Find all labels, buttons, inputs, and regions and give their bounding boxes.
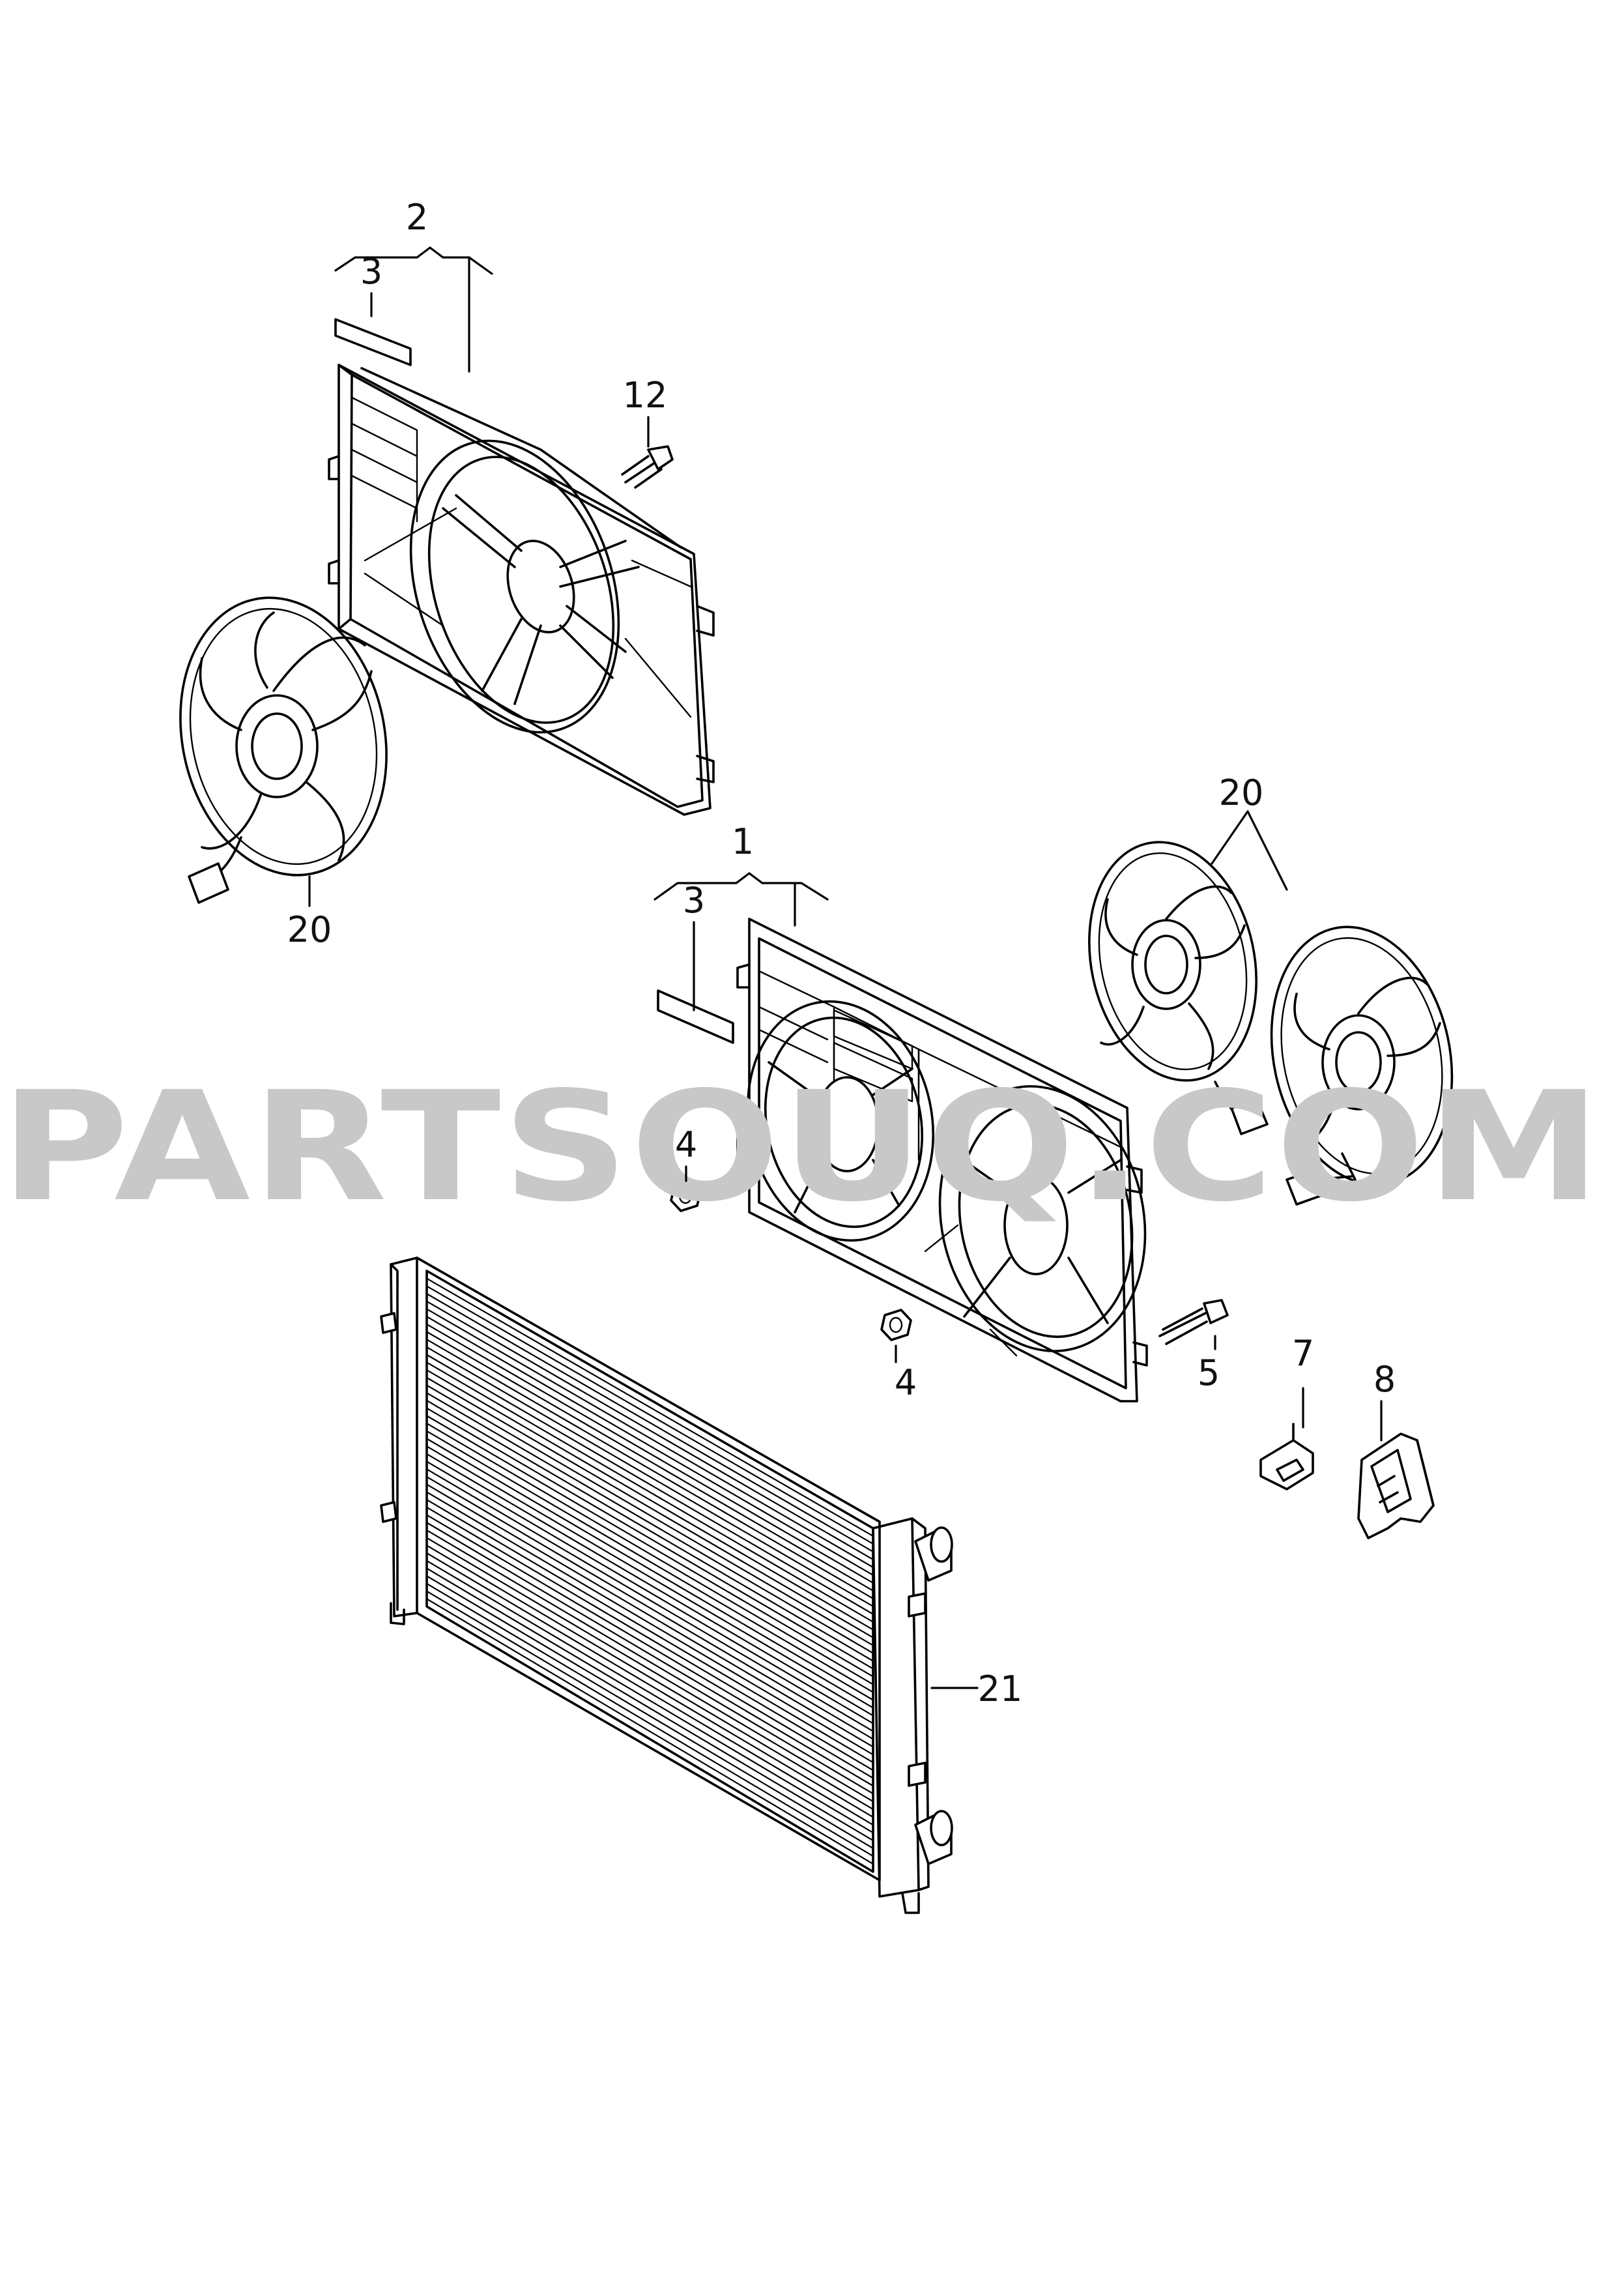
radiator-fin xyxy=(426,1590,874,1857)
radiator-fin xyxy=(426,1545,874,1810)
radiator-fin xyxy=(426,1522,874,1787)
callout-2: 2 xyxy=(406,197,428,238)
callout-1: 1 xyxy=(732,821,754,862)
radiator-fin xyxy=(426,1316,874,1576)
radiator-fin xyxy=(426,1476,874,1740)
fan-right-rear xyxy=(1088,841,1269,1135)
radiator-fin xyxy=(426,1285,874,1545)
label-sticker-lower xyxy=(657,989,734,1044)
callout-8: 8 xyxy=(1373,1359,1396,1400)
lower-fan-shroud xyxy=(736,918,1148,1402)
radiator-fin xyxy=(426,1506,874,1771)
radiator-fin xyxy=(426,1468,874,1732)
radiator-fin xyxy=(426,1346,874,1607)
radiator-fin xyxy=(426,1384,874,1646)
upper-fan-shroud xyxy=(328,364,715,816)
radiator-fin xyxy=(426,1453,874,1717)
clip-7 xyxy=(1259,1423,1314,1490)
radiator-fin xyxy=(426,1339,874,1599)
radiator-fin xyxy=(426,1277,874,1537)
callout-21: 21 xyxy=(978,1668,1023,1709)
radiator-fin xyxy=(426,1438,874,1701)
radiator-fin xyxy=(426,1423,874,1685)
callout-5: 5 xyxy=(1198,1352,1220,1393)
radiator-fin xyxy=(426,1552,874,1818)
callout-labels: 2 3 12 20 1 3 4 4 5 7 8 20 21 xyxy=(287,197,1396,1709)
nut-4-lower xyxy=(880,1309,912,1341)
bracket-8 xyxy=(1357,1432,1435,1539)
callout-4-lower: 4 xyxy=(895,1362,917,1403)
watermark-text: PARTSOUQ.COM xyxy=(0,1059,1603,1235)
radiator-fin xyxy=(426,1369,874,1631)
radiator-fin xyxy=(426,1361,874,1623)
nut-4-upper xyxy=(670,1180,702,1212)
radiator-fin xyxy=(426,1392,874,1654)
fan-upper-left xyxy=(179,596,388,904)
callout-3-upper: 3 xyxy=(360,251,382,292)
radiator-fin xyxy=(426,1514,874,1779)
radiator-fin xyxy=(426,1376,874,1638)
radiator-fin xyxy=(426,1300,874,1560)
radiator-fin xyxy=(426,1491,874,1756)
radiator-fin xyxy=(426,1430,874,1693)
bolt-12 xyxy=(621,445,674,489)
radiator-fin xyxy=(426,1308,874,1568)
radiator-fin xyxy=(426,1407,874,1670)
radiator-fin xyxy=(426,1537,874,1803)
radiator-fin xyxy=(426,1499,874,1764)
radiator-fin xyxy=(426,1460,874,1724)
radiator-fin xyxy=(426,1415,874,1678)
fan-right-front xyxy=(1270,925,1454,1206)
radiator-fin xyxy=(426,1598,874,1865)
callout-20-right: 20 xyxy=(1219,772,1264,813)
radiator-fin xyxy=(426,1446,874,1709)
callout-4-upper: 4 xyxy=(675,1124,697,1165)
callout-7: 7 xyxy=(1292,1333,1314,1374)
radiator-fin xyxy=(426,1567,874,1834)
radiator-fin xyxy=(426,1575,874,1842)
label-sticker-upper xyxy=(334,318,412,366)
callout-20-left: 20 xyxy=(287,909,332,950)
callout-12: 12 xyxy=(623,375,668,416)
radiator-fin xyxy=(426,1530,874,1795)
radiator-fin xyxy=(426,1582,874,1850)
radiator-fin xyxy=(426,1400,874,1662)
callout-3-lower: 3 xyxy=(683,880,705,921)
radiator-fins xyxy=(426,1277,874,1865)
radiator-fin xyxy=(426,1483,874,1748)
radiator-fin xyxy=(426,1560,874,1826)
radiator xyxy=(380,1257,953,1914)
radiator-fin xyxy=(426,1354,874,1615)
callout-leaders xyxy=(308,246,1383,1689)
radiator-fin xyxy=(426,1331,874,1591)
radiator-fin xyxy=(426,1323,874,1584)
radiator-fin xyxy=(426,1293,874,1552)
screw-5 xyxy=(1158,1299,1229,1345)
